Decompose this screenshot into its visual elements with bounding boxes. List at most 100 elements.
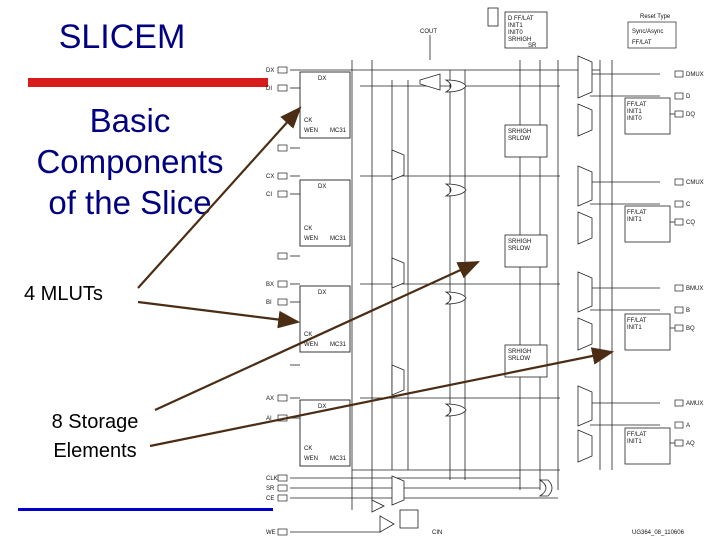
bottom-gates (371, 479, 553, 533)
ff-dq-label-1: FF/LAT (627, 102, 647, 108)
arrow-storage-2 (149, 347, 615, 448)
ff-aq-label-2: INIT1 (627, 439, 642, 445)
top-ff-label-2: INIT1 (508, 23, 523, 29)
reset-type-title: Reset Type (640, 14, 671, 20)
and-gate (538, 479, 553, 497)
mlut-a-pin-ck: CK (304, 446, 312, 452)
heading-line-3: of the Slice (48, 184, 212, 221)
pin-ax: AX (266, 396, 274, 402)
xor-b (444, 291, 467, 305)
ff-5-d (504, 124, 548, 158)
mlut-c-pin-mc31: MC31 (330, 236, 347, 242)
top-ff-label-sr: SR (528, 43, 537, 49)
mux-a-1 (577, 385, 593, 427)
ff-top (504, 11, 548, 49)
top-ff-label-4: SRHIGH (508, 37, 531, 43)
mux-b-1 (577, 271, 593, 313)
cin-label: CIN (432, 530, 442, 536)
mlut-c-pin-wen: WEN (304, 236, 318, 242)
ff5c-label-1: SRHIGH (508, 239, 531, 245)
pin-cmux: CMUX (686, 180, 704, 186)
mlut-blocks: DX CK WEN MC31 DX CK WEN MC31 DX CK WEN … (299, 71, 351, 467)
label-mluts: 4 MLUTs (24, 283, 103, 305)
ff-aq (624, 427, 671, 465)
pin-a: A (686, 423, 690, 429)
figure-id: UG364_08_110606 (632, 530, 685, 536)
output-pins: DMUX D DQ CMUX C CQ BMUX B BQ AMUX A AQ (674, 70, 704, 447)
mux-d-1 (577, 55, 593, 99)
reset-type-sync: Sync/Async (632, 29, 663, 35)
ff-5-c (504, 234, 548, 268)
ff-labels: FF/LAT INIT1 INIT0 FF/LAT INIT1 FF/LAT I… (508, 16, 647, 445)
top-buffer (487, 7, 499, 27)
pin-cx: CX (266, 174, 274, 180)
xor-a (444, 403, 467, 417)
cout-label: COUT (420, 29, 437, 35)
mlut-d-pin-wen: WEN (304, 128, 318, 134)
mlut-b-pin-mc31: MC31 (330, 342, 347, 348)
ff-cq (624, 205, 671, 243)
mlut-c: DX CK WEN MC31 (299, 179, 351, 247)
pin-bx: BX (266, 282, 274, 288)
storage-line-1: 8 Storage (51, 411, 139, 433)
pin-cq: CQ (686, 220, 695, 226)
pin-sr: SR (266, 486, 275, 492)
ff-dq (624, 97, 671, 135)
buffer-we (379, 515, 395, 533)
mux-d-2 (577, 103, 593, 137)
ff-bq-label-1: FF/LAT (627, 318, 647, 324)
pin-d: D (686, 94, 691, 100)
heading-line-2: Components (36, 143, 224, 180)
pin-di: DI (266, 86, 272, 92)
multiplexers (391, 55, 593, 506)
storage-line-2: Elements (53, 440, 137, 462)
arrow-storage-1 (154, 260, 481, 412)
ff-cq-label-1: FF/LAT (627, 210, 647, 216)
mlut-a-pin-wen: WEN (304, 456, 318, 462)
ff5b-label-2: SRLOW (508, 356, 530, 362)
xor-d (444, 79, 467, 93)
pin-c: C (686, 202, 691, 208)
mux-carry-d (391, 149, 405, 181)
mlut-b-pin-dx: DX (318, 290, 326, 296)
mlut-c-pin-ck: CK (304, 226, 312, 232)
xor-gates (444, 79, 467, 417)
heading-line-1: Basic (89, 102, 171, 139)
label-storage-elements: 8 Storage Elements (30, 408, 160, 466)
mlut-b-pin-wen: WEN (304, 342, 318, 348)
mux-c-2 (577, 211, 593, 245)
pin-bq: BQ (686, 326, 695, 332)
slide-title: SLICEM (58, 18, 186, 56)
ff-dq-label-3: INIT0 (627, 116, 642, 122)
ff5b-label-1: SRHIGH (508, 349, 531, 355)
ff-bq (624, 313, 671, 351)
mlut-d-pin-ck: CK (304, 118, 312, 124)
pin-dmux: DMUX (686, 72, 704, 78)
slide-heading: Basic Components of the Slice (20, 100, 240, 223)
footer-rule-blue (18, 508, 273, 511)
pin-bmux: BMUX (686, 286, 703, 292)
pin-amux: AMUX (686, 401, 703, 407)
pin-dq: DQ (686, 112, 695, 118)
mlut-b: DX CK WEN MC31 (299, 285, 351, 353)
mux-carry-c (391, 257, 405, 289)
mux-top (419, 73, 441, 91)
ff5c-label-2: SRLOW (508, 246, 530, 252)
pin-bi: BI (266, 300, 272, 306)
storage-elements (504, 11, 671, 465)
title-underline-red (28, 78, 268, 87)
pin-b: B (686, 308, 690, 314)
mlut-a-pin-dx: DX (318, 404, 326, 410)
ff-dq-label-2: INIT1 (627, 109, 642, 115)
arrow-mluts-2 (137, 300, 301, 329)
reset-type-box: Reset Type Sync/Async FF/LAT (627, 14, 677, 49)
pin-aq: AQ (686, 441, 695, 447)
arrow-mluts-1 (137, 106, 302, 289)
mux-c-1 (577, 165, 593, 207)
reset-type-fflat: FF/LAT (632, 40, 652, 46)
pin-we: WE (266, 530, 276, 536)
buffer-ce (371, 499, 385, 513)
pin-dx: DX (266, 68, 274, 74)
xor-c (444, 183, 467, 197)
